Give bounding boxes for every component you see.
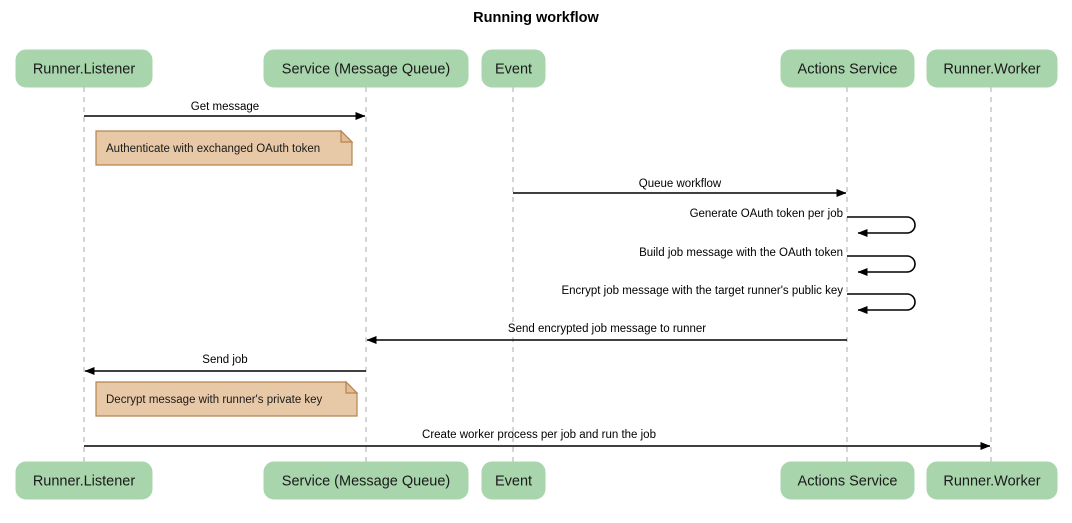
note-label: Authenticate with exchanged OAuth token bbox=[106, 143, 320, 155]
participant-service-message-queue-bottom[interactable]: Service (Message Queue) bbox=[263, 461, 469, 500]
notes-group: Authenticate with exchanged OAuth tokenD… bbox=[95, 129, 359, 417]
note-label: Decrypt message with runner's private ke… bbox=[106, 394, 323, 406]
message-create-worker-process-per-job-and-run-the-job: Create worker process per job and run th… bbox=[84, 429, 991, 450]
note-body bbox=[95, 381, 358, 417]
participant-label: Actions Service bbox=[798, 473, 898, 489]
message-label: Encrypt job message with the target runn… bbox=[561, 285, 843, 297]
participant-label: Runner.Listener bbox=[33, 473, 136, 489]
note-fold-corner-icon bbox=[340, 129, 354, 143]
self-loop-path bbox=[847, 293, 916, 314]
participant-label: Service (Message Queue) bbox=[282, 473, 450, 489]
message-label: Build job message with the OAuth token bbox=[639, 247, 843, 259]
participant-box[interactable] bbox=[263, 49, 469, 88]
page-title: Running workflow bbox=[473, 10, 599, 26]
participant-box[interactable] bbox=[263, 461, 469, 500]
participants-bottom-group: Runner.Listener Service (Message Queue) Ev… bbox=[15, 461, 1058, 500]
message-label: Send encrypted job message to runner bbox=[508, 323, 706, 335]
message-label: Get message bbox=[191, 101, 259, 113]
message-label: Generate OAuth token per job bbox=[690, 208, 843, 220]
participant-box[interactable] bbox=[780, 49, 915, 88]
participant-runner-worker-top[interactable]: Runner.Worker bbox=[926, 49, 1058, 88]
participant-event-top[interactable]: Event bbox=[481, 49, 546, 88]
participant-label: Service (Message Queue) bbox=[282, 61, 450, 77]
note-body bbox=[95, 130, 353, 166]
message-encrypt-job-message-with-the-target-runners-public-key: Encrypt job message with the target runn… bbox=[561, 285, 916, 314]
participant-label: Runner.Worker bbox=[943, 473, 1040, 489]
participant-event-bottom[interactable]: Event bbox=[481, 461, 546, 500]
participant-box[interactable] bbox=[15, 49, 153, 88]
note-fold-corner-icon bbox=[345, 380, 359, 394]
note-decrypt-message-with-runners-private-key: Decrypt message with runner's private ke… bbox=[95, 380, 359, 417]
participant-label: Actions Service bbox=[798, 61, 898, 77]
message-queue-workflow: Queue workflow bbox=[513, 178, 847, 197]
self-loop-path bbox=[847, 255, 916, 276]
participant-box[interactable] bbox=[481, 461, 546, 500]
participant-box[interactable] bbox=[780, 461, 915, 500]
message-label: Queue workflow bbox=[639, 178, 722, 190]
participant-label: Event bbox=[495, 473, 532, 489]
lifelines-group bbox=[83, 87, 992, 462]
participant-box[interactable] bbox=[926, 49, 1058, 88]
message-build-job-message-with-the-oauth-token: Build job message with the OAuth token bbox=[639, 247, 916, 276]
participant-box[interactable] bbox=[926, 461, 1058, 500]
message-label: Send job bbox=[202, 354, 247, 366]
message-generate-oauth-token-per-job: Generate OAuth token per job bbox=[690, 208, 916, 237]
message-get-message: Get message bbox=[84, 101, 366, 120]
participant-label: Event bbox=[495, 61, 532, 77]
participant-actions-service-top[interactable]: Actions Service bbox=[780, 49, 915, 88]
participant-actions-service-bottom[interactable]: Actions Service bbox=[780, 461, 915, 500]
participant-runner-worker-bottom[interactable]: Runner.Worker bbox=[926, 461, 1058, 500]
participant-box[interactable] bbox=[481, 49, 546, 88]
note-authenticate-with-exchanged-oauth-token: Authenticate with exchanged OAuth token bbox=[95, 129, 354, 166]
participants-top-group: Runner.Listener Service (Message Queue) Ev… bbox=[15, 49, 1058, 88]
participant-label: Runner.Listener bbox=[33, 61, 136, 77]
self-loop-path bbox=[847, 216, 916, 237]
message-label: Create worker process per job and run th… bbox=[422, 429, 656, 441]
participant-runner-listener-top[interactable]: Runner.Listener bbox=[15, 49, 153, 88]
participant-runner-listener-bottom[interactable]: Runner.Listener bbox=[15, 461, 153, 500]
message-send-job: Send job bbox=[84, 354, 366, 375]
participant-label: Runner.Worker bbox=[943, 61, 1040, 77]
message-send-encrypted-job-message-to-runner: Send encrypted job message to runner bbox=[366, 323, 847, 344]
participant-box[interactable] bbox=[15, 461, 153, 500]
participant-service-message-queue-top[interactable]: Service (Message Queue) bbox=[263, 49, 469, 88]
